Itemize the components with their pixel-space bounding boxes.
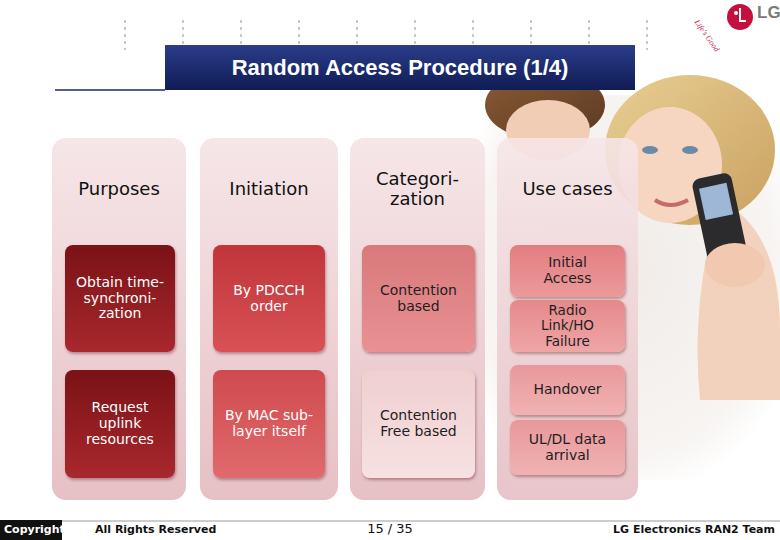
box-text: Obtain time- synchroni- zation — [71, 275, 169, 322]
category-box: Contention based — [362, 245, 475, 352]
column-header-area: Purposes — [52, 138, 186, 240]
category-box: Handover — [510, 365, 625, 415]
category-box: By PDCCH order — [213, 245, 325, 352]
box-text: UL/DL data arrival — [523, 432, 613, 463]
box-text: Radio Link/HO Failure — [523, 303, 613, 348]
category-box: Obtain time- synchroni- zation — [65, 245, 175, 352]
box-text: Handover — [533, 382, 601, 398]
category-box: Contention Free based — [362, 370, 475, 478]
title-bar — [165, 45, 635, 90]
column-header-area: Use cases — [497, 138, 638, 240]
footer-team: LG Electronics RAN2 Team — [613, 523, 775, 536]
column-header-area: Categori- zation — [350, 138, 485, 240]
category-box: Request uplink resources — [65, 370, 175, 478]
logo-slogan: Life's Good — [693, 18, 722, 54]
category-box: UL/DL data arrival — [510, 420, 625, 475]
category-box: Radio Link/HO Failure — [510, 300, 625, 352]
footer-copyright: Copyright — [4, 523, 65, 536]
column-header-area: Initiation — [200, 138, 338, 240]
column-header: Initiation — [229, 179, 308, 199]
column-header: Use cases — [522, 179, 612, 199]
column-header: Purposes — [78, 179, 160, 199]
box-text: Initial Access — [523, 255, 613, 286]
box-text: Contention Free based — [369, 408, 469, 439]
column-panel: Use casesInitial AccessRadio Link/HO Fai… — [497, 138, 638, 500]
footer-rights: All Rights Reserved — [95, 523, 216, 536]
lg-logo — [727, 4, 753, 30]
column-panel: Categori- zationContention basedContenti… — [350, 138, 485, 500]
box-text: By MAC sub- layer itself — [220, 408, 318, 439]
box-text: Request uplink resources — [71, 400, 169, 447]
logo-text: LG — [757, 3, 780, 23]
page-number: 15 / 35 — [367, 521, 413, 536]
column-panel: Initiation By PDCCH order By MAC sub- laye… — [200, 138, 338, 500]
box-text: By PDCCH order — [220, 283, 318, 314]
box-text: Contention based — [369, 283, 469, 314]
column-header: Categori- zation — [361, 169, 474, 209]
footer-rule — [62, 521, 780, 522]
title-rule — [55, 89, 165, 91]
category-box: Initial Access — [510, 245, 625, 297]
category-box: By MAC sub- layer itself — [213, 370, 325, 478]
slide-title: Random Access Procedure (1/4) — [165, 45, 635, 90]
column-panel: PurposesObtain time- synchroni- zationRe… — [52, 138, 186, 500]
